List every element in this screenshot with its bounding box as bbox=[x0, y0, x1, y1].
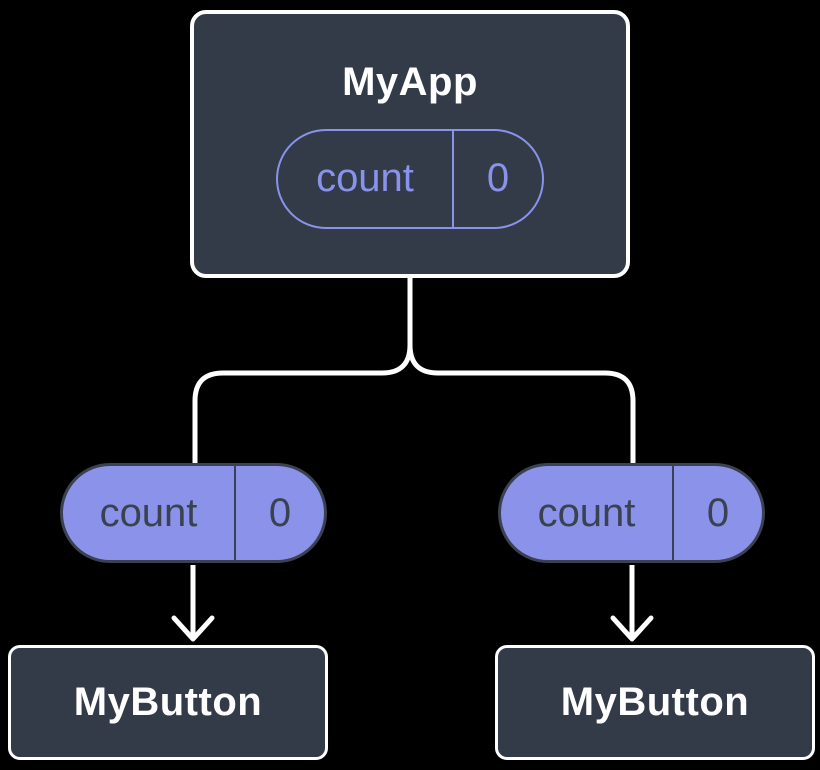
prop-name-left: count bbox=[99, 490, 198, 535]
prop-pill-left: count 0 bbox=[60, 463, 327, 563]
down-arrow-right-head-icon bbox=[610, 615, 654, 642]
mybutton-node-left: MyButton bbox=[8, 645, 328, 760]
mybutton-node-right-title: MyButton bbox=[560, 680, 750, 724]
mybutton-node-left-title: MyButton bbox=[73, 680, 263, 724]
prop-value-right: 0 bbox=[672, 466, 762, 560]
branch-left-line bbox=[192, 276, 413, 463]
branch-right-line bbox=[407, 276, 636, 463]
state-value: 0 bbox=[452, 130, 542, 227]
myapp-node: MyApp count 0 bbox=[190, 10, 630, 278]
prop-value-left: 0 bbox=[234, 466, 324, 560]
myapp-node-title: MyApp bbox=[342, 59, 478, 104]
down-arrow-left-head-icon bbox=[171, 615, 215, 642]
prop-pill-right: count 0 bbox=[498, 463, 765, 563]
prop-name-right: count bbox=[537, 490, 636, 535]
state-pill: count 0 bbox=[276, 128, 544, 229]
state-name: count bbox=[316, 156, 414, 200]
mybutton-node-right: MyButton bbox=[495, 645, 815, 760]
